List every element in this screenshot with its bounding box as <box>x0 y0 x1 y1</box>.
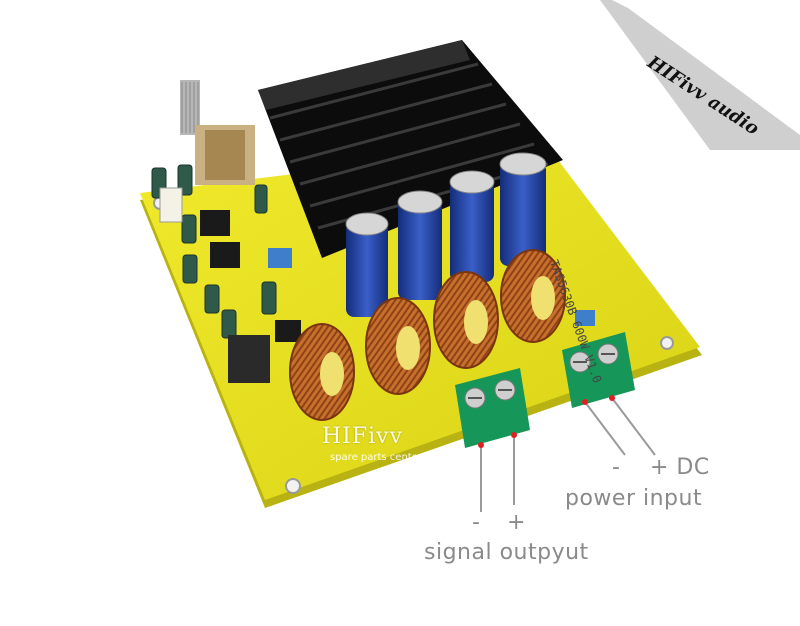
watermark-brand: HIFivv <box>322 424 404 449</box>
small-capacitors <box>151 164 277 339</box>
voltage-regulator <box>228 335 270 383</box>
power-input-caption: power input <box>565 486 703 511</box>
terminal-markers <box>478 395 615 448</box>
brand-banner <box>600 0 800 150</box>
power-minus-label: - <box>612 455 621 480</box>
heatsink <box>258 40 563 258</box>
volume-potentiometer <box>180 80 255 185</box>
signal-output-terminal <box>455 368 530 448</box>
filter-capacitors <box>345 152 547 317</box>
power-input-terminal <box>562 332 635 408</box>
callout-lines <box>480 397 656 512</box>
input-connector <box>159 187 183 223</box>
watermark-subtitle: spare parts center <box>330 452 422 463</box>
signal-output-caption: signal outpyut <box>424 540 589 565</box>
blue-trim-cap-2 <box>575 310 595 326</box>
output-inductors <box>289 249 566 421</box>
power-plus-dc-label: + DC <box>650 455 710 480</box>
blue-trim-cap <box>268 248 292 268</box>
signal-plus-label: + <box>507 510 526 535</box>
signal-minus-label: - <box>472 510 481 535</box>
op-amp-chips <box>200 210 301 342</box>
